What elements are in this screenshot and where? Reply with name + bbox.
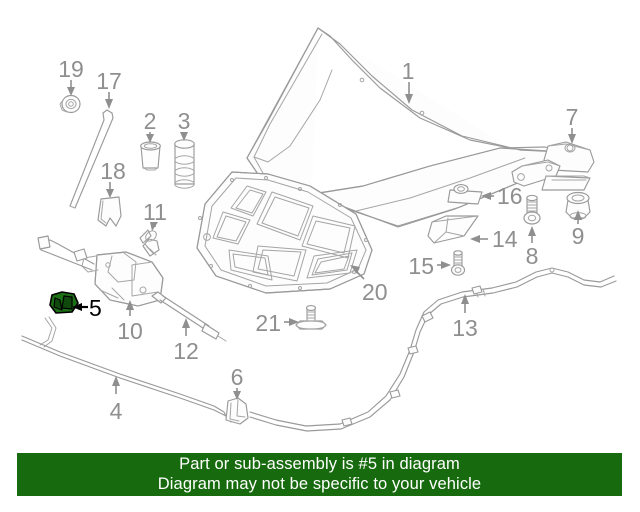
part-hinge-cover	[427, 215, 479, 244]
notice-banner-line-2: Diagram may not be specific to your vehi…	[157, 475, 482, 493]
part-release-cable-rear	[249, 267, 617, 432]
part-bolt-small	[450, 250, 466, 276]
part-latch-bolt	[139, 229, 160, 257]
part-latch-linkage	[37, 235, 95, 271]
part-hood-stopper	[174, 139, 195, 189]
callout-label-2: 2	[144, 108, 157, 134]
callout-arrow-10	[126, 300, 134, 316]
callout-label-12: 12	[173, 338, 199, 364]
callout-label-17: 17	[96, 68, 122, 94]
part-hood-hinge	[511, 141, 595, 191]
notice-banner: Part or sub-assembly is #5 in diagram Di…	[17, 453, 622, 496]
part-cable-retainer-clip	[225, 397, 249, 425]
part-hood-insulator	[196, 171, 373, 294]
callout-arrow-18	[106, 182, 114, 198]
callout-arrow-9	[574, 210, 582, 224]
callout-label-6: 6	[231, 364, 244, 390]
callout-arrow-12	[182, 318, 190, 336]
part-support-rod	[151, 291, 227, 342]
part-hinge-bolt	[523, 194, 541, 225]
callout-label-18: 18	[100, 158, 126, 184]
callout-arrow-4	[112, 376, 120, 394]
part-release-cable-front	[21, 335, 232, 423]
callout-label-11: 11	[143, 199, 167, 225]
callout-arrow-3	[180, 132, 188, 141]
callout-label-3: 3	[178, 108, 191, 134]
part-prop-rod-bracket	[97, 196, 122, 227]
callout-arrow-11	[150, 222, 158, 231]
part-grommet	[565, 191, 591, 220]
part-cable-clip-highlighted	[39, 291, 79, 348]
callout-arrow-5	[72, 303, 88, 311]
callout-label-16: 16	[497, 183, 523, 209]
part-prop-rod	[69, 109, 114, 209]
callout-arrow-20	[350, 265, 365, 280]
callout-label-1: 1	[402, 58, 415, 84]
callout-label-13: 13	[452, 315, 478, 341]
callout-label-4: 4	[110, 398, 123, 424]
callout-arrow-14	[470, 235, 488, 243]
callout-arrow-17	[105, 92, 113, 109]
part-hood-latch	[81, 251, 164, 307]
notice-banner-line-1: Part or sub-assembly is #5 in diagram	[179, 455, 460, 473]
callout-label-19: 19	[58, 56, 84, 82]
callout-arrow-19	[67, 80, 75, 96]
callout-arrow-2	[146, 132, 154, 143]
callout-label-10: 10	[117, 318, 143, 344]
part-hood-bumper-clip	[447, 184, 483, 205]
callout-label-15: 15	[408, 253, 434, 279]
callout-arrow-15	[437, 261, 451, 269]
callout-label-20: 20	[362, 279, 388, 305]
callout-arrow-7	[568, 128, 576, 144]
callout-label-14: 14	[492, 226, 518, 252]
callout-label-21: 21	[255, 310, 281, 336]
callout-arrow-6	[233, 388, 241, 400]
part-bumper-cap	[140, 141, 161, 171]
callout-arrow-21	[284, 318, 299, 326]
callout-label-7: 7	[566, 104, 579, 130]
part-screw-with-washer	[295, 305, 327, 330]
callout-arrow-13	[461, 294, 469, 313]
diagram-illustration: 1	[21, 27, 617, 432]
callout-arrow-8	[528, 226, 536, 243]
part-prop-rod-grommet	[59, 94, 81, 114]
callout-label-8: 8	[526, 243, 539, 269]
callout-label-9: 9	[572, 223, 585, 249]
callout-label-5: 5	[89, 295, 102, 321]
callout-arrow-1	[405, 82, 413, 104]
callout-arrow-16	[481, 192, 494, 200]
